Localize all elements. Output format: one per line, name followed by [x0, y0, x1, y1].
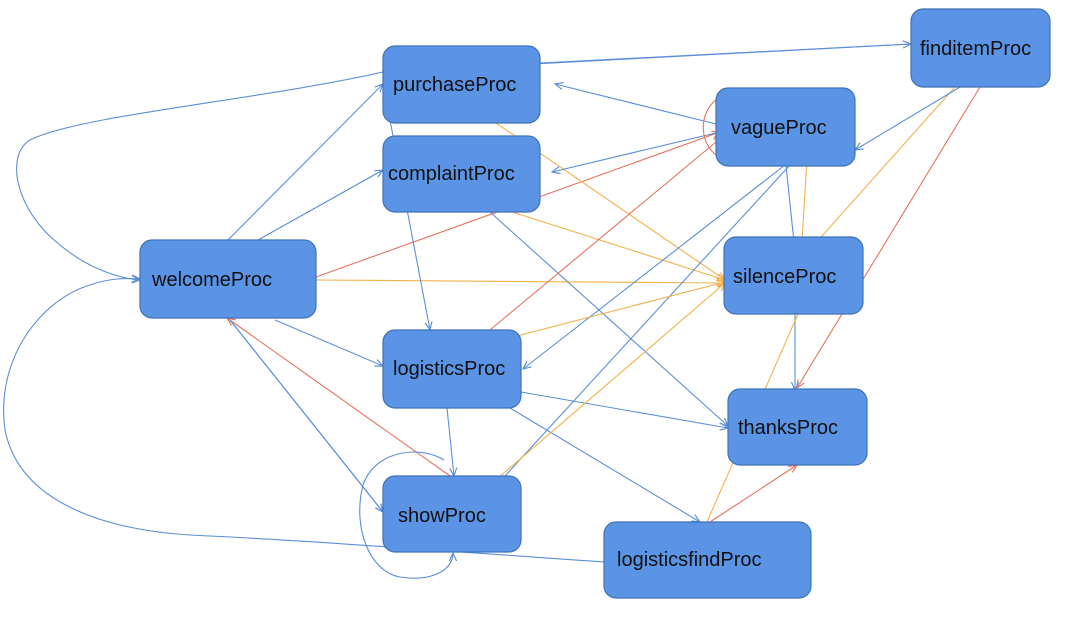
- node-label: vagueProc: [731, 117, 827, 139]
- edge-complaint-thanks: [489, 211, 728, 426]
- edge-vague-show: [483, 164, 791, 500]
- node-showProc[interactable]: showProc: [382, 475, 522, 553]
- node-label: finditemProc: [920, 38, 1031, 60]
- node-logisticsfindProc[interactable]: logisticsfindProc: [603, 521, 812, 599]
- edge-show-silence: [475, 283, 725, 498]
- node-silenceProc[interactable]: silenceProc: [723, 236, 864, 315]
- node-logisticsProc[interactable]: logisticsProc: [382, 329, 522, 409]
- node-complaintProc[interactable]: complaintProc: [382, 135, 541, 213]
- edge-logistics-vague: [466, 137, 722, 350]
- edge-show-welcome-red: [227, 318, 451, 477]
- edge-welcome-silence: [315, 280, 725, 283]
- edge-welcome-complaint: [257, 170, 383, 241]
- node-finditemProc[interactable]: finditemProc: [910, 8, 1051, 88]
- node-label: complaintProc: [388, 163, 515, 185]
- edge-logistics-thanks: [520, 391, 728, 428]
- node-label: silenceProc: [733, 266, 836, 288]
- node-welcomeProc[interactable]: welcomeProc: [139, 239, 317, 319]
- edge-finditem-welcome: [16, 43, 912, 280]
- edge-finditem-logistics: [855, 86, 961, 150]
- edge-welcome-purchase: [227, 84, 383, 241]
- edge-show-self-loop: [359, 451, 453, 579]
- edge-vague-logistics: [523, 164, 786, 369]
- edge-vague-complaint: [552, 131, 721, 172]
- edge-welcome-logistics: [274, 319, 383, 366]
- node-thanksProc[interactable]: thanksProc: [727, 388, 868, 466]
- node-label: logisticsProc: [393, 358, 505, 380]
- node-label: welcomeProc: [151, 269, 272, 291]
- edge-logisticsfind-thanks: [709, 465, 797, 523]
- edge-show-welcome-blue: [229, 319, 383, 512]
- node-label: logisticsfindProc: [617, 549, 762, 571]
- edge-logistics-show: [446, 407, 454, 476]
- node-purchaseProc[interactable]: purchaseProc: [382, 45, 541, 124]
- edge-vague-purchase: [555, 84, 721, 126]
- node-label: thanksProc: [738, 417, 838, 439]
- edge-finditem-silence: [805, 86, 956, 255]
- node-layer: welcomeProc purchaseProc complaintProc l…: [139, 8, 1051, 599]
- node-vagueProc[interactable]: vagueProc: [715, 87, 856, 167]
- edge-logistics-logisticsfind: [504, 404, 700, 522]
- node-label: purchaseProc: [393, 74, 516, 96]
- node-label: showProc: [398, 505, 486, 527]
- edge-finditem-thanks: [797, 86, 981, 388]
